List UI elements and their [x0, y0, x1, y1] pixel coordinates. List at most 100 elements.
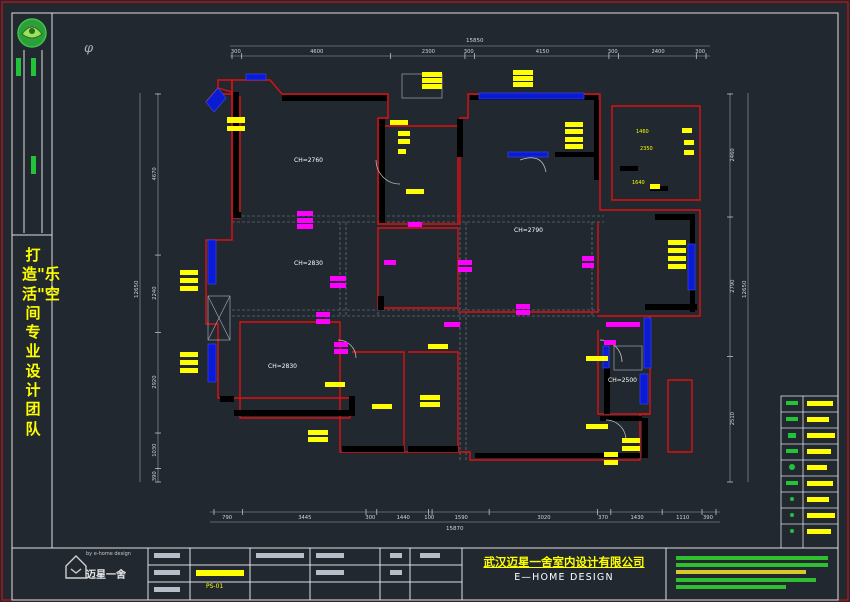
yellow-tag: [513, 76, 533, 81]
yellow-tag: [682, 128, 692, 133]
dim-value: 300: [464, 49, 474, 55]
yellow-tag: [668, 240, 686, 245]
room-ceiling-label: CH=2500: [608, 377, 637, 384]
yellow-tag: [422, 84, 442, 89]
dim-value: 2240: [152, 286, 158, 299]
yellow-tag: [398, 139, 410, 144]
yellow-tag: [420, 402, 440, 407]
windows: [205, 73, 696, 405]
dim-value: 3020: [537, 515, 550, 521]
yellow-tag: [428, 344, 448, 349]
strip-marks: [16, 58, 36, 174]
dim-value: 2460: [730, 148, 736, 161]
north-mark: φ: [84, 41, 94, 56]
yellow-tag: [227, 126, 245, 131]
dim-value: 1430: [630, 515, 643, 521]
yellow-tag: [668, 248, 686, 253]
logo-emblem-icon: [17, 18, 47, 48]
yellow-tag: [180, 352, 198, 357]
yellow-tag: [398, 131, 410, 136]
dim-value: 4600: [310, 49, 323, 55]
magenta-tag: [330, 283, 346, 288]
magenta-tags: [297, 211, 640, 354]
detail-dim: 2350: [640, 146, 653, 152]
magenta-tag: [330, 276, 346, 281]
yellow-tag: [513, 82, 533, 87]
dim-bottom-total: 15870: [446, 526, 464, 532]
notes-block: [676, 556, 828, 589]
dim-value: 300: [695, 49, 705, 55]
dim-value: 390: [703, 515, 713, 521]
yellow-tag: [180, 286, 198, 291]
legend-symbols: [786, 401, 798, 533]
company-name-en: E—HOME DESIGN: [514, 572, 614, 583]
dim-value: 1440: [397, 515, 410, 521]
title-block: [52, 547, 838, 600]
magenta-tag: [408, 222, 422, 227]
yellow-tag: [406, 189, 424, 194]
legend-labels: [807, 401, 835, 534]
left-title-strip: [12, 13, 53, 549]
dim-value: 2510: [730, 412, 736, 425]
yellow-tag: [372, 404, 392, 409]
inner-frame: [11, 12, 839, 601]
dim-value: 790: [222, 515, 232, 521]
dim-value: 4670: [152, 167, 158, 180]
yellow-tag: [308, 437, 328, 442]
dim-top-total: 15850: [466, 38, 484, 44]
dim-value: 300: [365, 515, 375, 521]
yellow-tag: [565, 122, 583, 127]
dim-left-total: 12650: [134, 280, 140, 298]
doors: [337, 157, 627, 441]
yellow-tag: [227, 117, 245, 123]
magenta-tag: [297, 218, 313, 223]
fixtures: [207, 73, 643, 371]
yellow-tag: [325, 382, 345, 387]
magenta-tag: [604, 340, 616, 345]
yellow-tag: [420, 395, 440, 400]
drawing-name-cell: [196, 570, 244, 576]
drawing-code: PS-01: [206, 583, 223, 590]
magenta-tag: [334, 349, 348, 354]
magenta-tag: [297, 224, 313, 229]
yellow-tag: [604, 452, 618, 457]
magenta-tag: [582, 256, 594, 261]
yellow-tag: [684, 150, 694, 155]
room-ceiling-label: CH=2760: [294, 157, 323, 164]
yellow-tag: [422, 72, 442, 77]
yellow-tag: [668, 264, 686, 269]
yellow-tag: [622, 438, 640, 443]
dim-value: 1030: [152, 444, 158, 457]
yellow-tag: [180, 270, 198, 275]
slogan-vertical-title: 打造"乐活"空间专业设计团队: [22, 246, 60, 438]
yellow-tag: [565, 129, 583, 134]
yellow-tag: [390, 120, 408, 125]
dim-value: 300: [231, 49, 241, 55]
yellow-tag: [650, 184, 660, 189]
magenta-tag: [316, 319, 330, 324]
dim-value: 1590: [455, 515, 468, 521]
magenta-tag: [384, 260, 396, 265]
magenta-tag: [516, 310, 530, 315]
magenta-tag: [444, 322, 460, 327]
yellow-tag: [180, 368, 198, 373]
magenta-tag: [458, 267, 472, 272]
yellow-tag: [180, 278, 198, 283]
magenta-tag: [458, 260, 472, 265]
yellow-tag: [668, 256, 686, 261]
yellow-tag: [565, 144, 583, 149]
logo-house-icon: [65, 555, 87, 579]
dim-value: 3445: [298, 515, 311, 521]
magenta-tag: [606, 322, 640, 327]
dim-value: 300: [608, 49, 618, 55]
dim-value: 2300: [422, 49, 435, 55]
yellow-tag: [586, 424, 608, 429]
company-name-cn: 武汉迈星一舍室内设计有限公司: [483, 555, 645, 569]
magenta-tag: [297, 211, 313, 216]
